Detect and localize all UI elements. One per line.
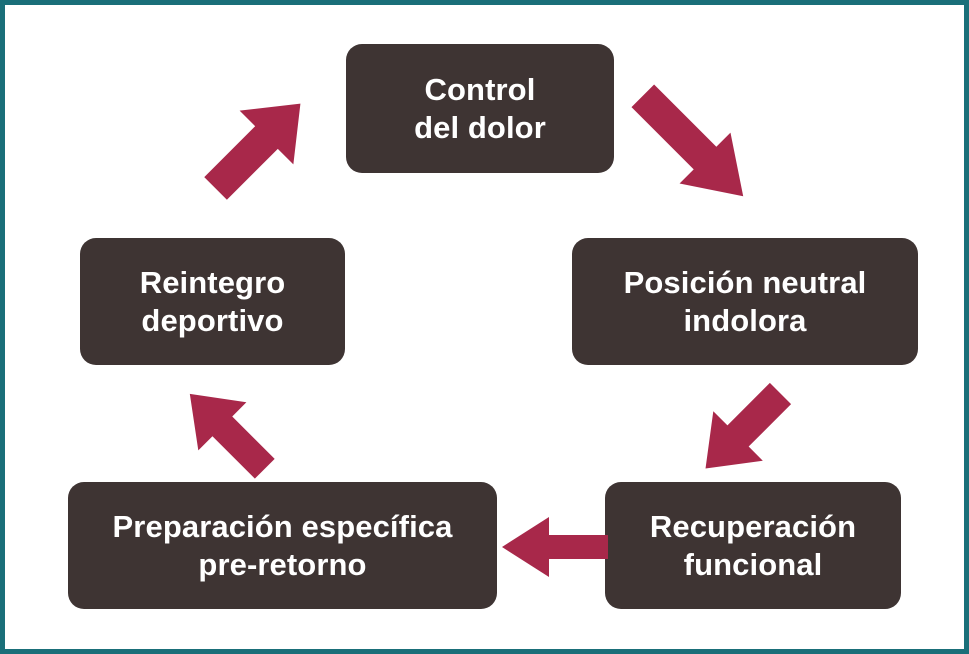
node-reintegro-deportivo: Reintegro deportivo — [80, 238, 345, 365]
node-label: Reintegro deportivo — [139, 264, 286, 338]
node-posicion-neutral-indolora: Posición neutral indolora — [572, 238, 918, 365]
arrow-down-left-icon — [688, 376, 798, 486]
node-label: Preparación específica pre-retorno — [112, 508, 453, 582]
arrow-down-right-icon — [618, 84, 768, 206]
arrow-left-icon — [500, 516, 610, 578]
node-label: Posición neutral indolora — [623, 264, 867, 338]
arrow-up-left-icon — [172, 378, 284, 486]
node-label: Control del dolor — [414, 71, 546, 145]
node-label: Recuperación funcional — [649, 508, 857, 582]
arrow-up-right-icon — [194, 84, 322, 208]
node-preparacion-especifica-pre-retorno: Preparación específica pre-retorno — [68, 482, 497, 609]
node-control-del-dolor: Control del dolor — [346, 44, 614, 173]
node-recuperacion-funcional: Recuperación funcional — [605, 482, 901, 609]
